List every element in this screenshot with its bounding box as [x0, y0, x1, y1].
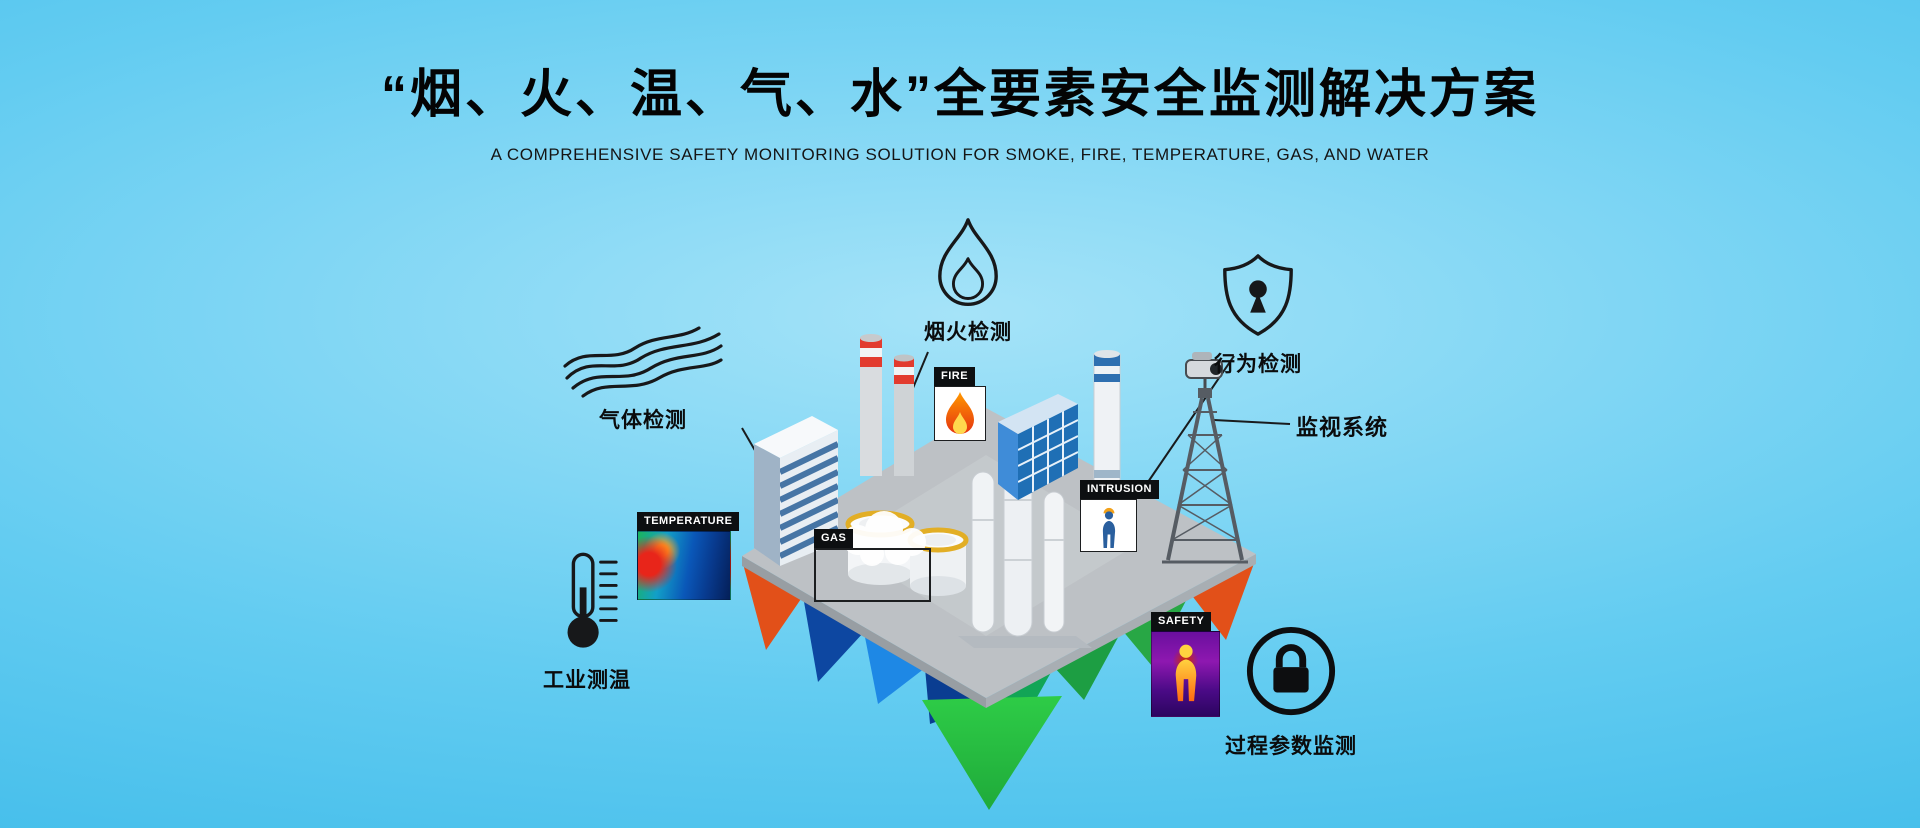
safety-photo-tag: SAFETY [1151, 611, 1220, 718]
shield-keyhole-icon [1223, 254, 1293, 336]
callout-behavior-detection: 行为检测 [1206, 252, 1310, 378]
page-title: “烟、火、温、气、水”全要素安全监测解决方案 [380, 66, 1539, 124]
surveillance-connector-line [1213, 419, 1291, 425]
gas-tag-label: GAS [814, 529, 854, 549]
surveillance-system-label: 监视系统 [1296, 415, 1389, 440]
thermal-person-image [1151, 631, 1220, 718]
striped-chimneys [860, 334, 914, 476]
behavior-detection-label: 行为检测 [1214, 353, 1302, 376]
safety-tag-label: SAFETY [1151, 612, 1212, 632]
flame-icon [946, 391, 974, 434]
blue-office-building [998, 394, 1078, 500]
header: “烟、火、温、气、水”全要素安全监测解决方案 A COMPREHENSIVE S… [0, 0, 1920, 165]
fire-image [934, 386, 986, 442]
temperature-photo-tag: TEMPERATURE [637, 511, 740, 601]
thermal-person-silhouette [1175, 644, 1196, 702]
ptz-camera [1185, 352, 1223, 388]
island-green-spike [922, 696, 1062, 810]
page-subtitle: A COMPREHENSIVE SAFETY MONITORING SOLUTI… [490, 145, 1430, 164]
thermometer-icon [567, 552, 618, 648]
thermal-camera-image [637, 531, 731, 601]
process-parameters-label: 过程参数监测 [1225, 735, 1357, 758]
process-columns [958, 451, 1092, 648]
callout-smoke-fire-detection: 烟火检测 [916, 214, 1020, 346]
banded-tower-chimney [1093, 350, 1121, 505]
intrusion-tag-label: INTRUSION [1080, 480, 1159, 500]
gas-detection-zone-box [814, 548, 931, 603]
padlock-circle-icon [1246, 626, 1336, 716]
island-underside-facets [742, 558, 1256, 810]
intrusion-image [1080, 499, 1137, 553]
fire-tag-label: FIRE [934, 367, 976, 387]
callout-surveillance-system: 监视系统 [1296, 410, 1388, 442]
callout-gas-detection: 气体检测 [563, 320, 723, 434]
temperature-tag-label: TEMPERATURE [637, 512, 740, 532]
gas-smoke-waves-icon [563, 326, 723, 398]
gas-detection-label: 气体检测 [599, 409, 687, 432]
industrial-temperature-label: 工业测温 [543, 669, 631, 692]
flame-outline-icon [938, 218, 998, 306]
intrusion-photo-tag: INTRUSION [1080, 479, 1159, 553]
fire-photo-tag: FIRE [934, 366, 986, 442]
callout-industrial-temperature: 工业测温 [535, 548, 639, 694]
smoke-fire-detection-label: 烟火检测 [924, 321, 1012, 344]
worker-figure-icon [1102, 508, 1115, 549]
callout-process-parameters: 过程参数监测 [1224, 624, 1358, 760]
white-office-building [754, 416, 838, 566]
gas-photo-tag: GAS [814, 528, 931, 603]
lattice-tower [1162, 388, 1248, 564]
